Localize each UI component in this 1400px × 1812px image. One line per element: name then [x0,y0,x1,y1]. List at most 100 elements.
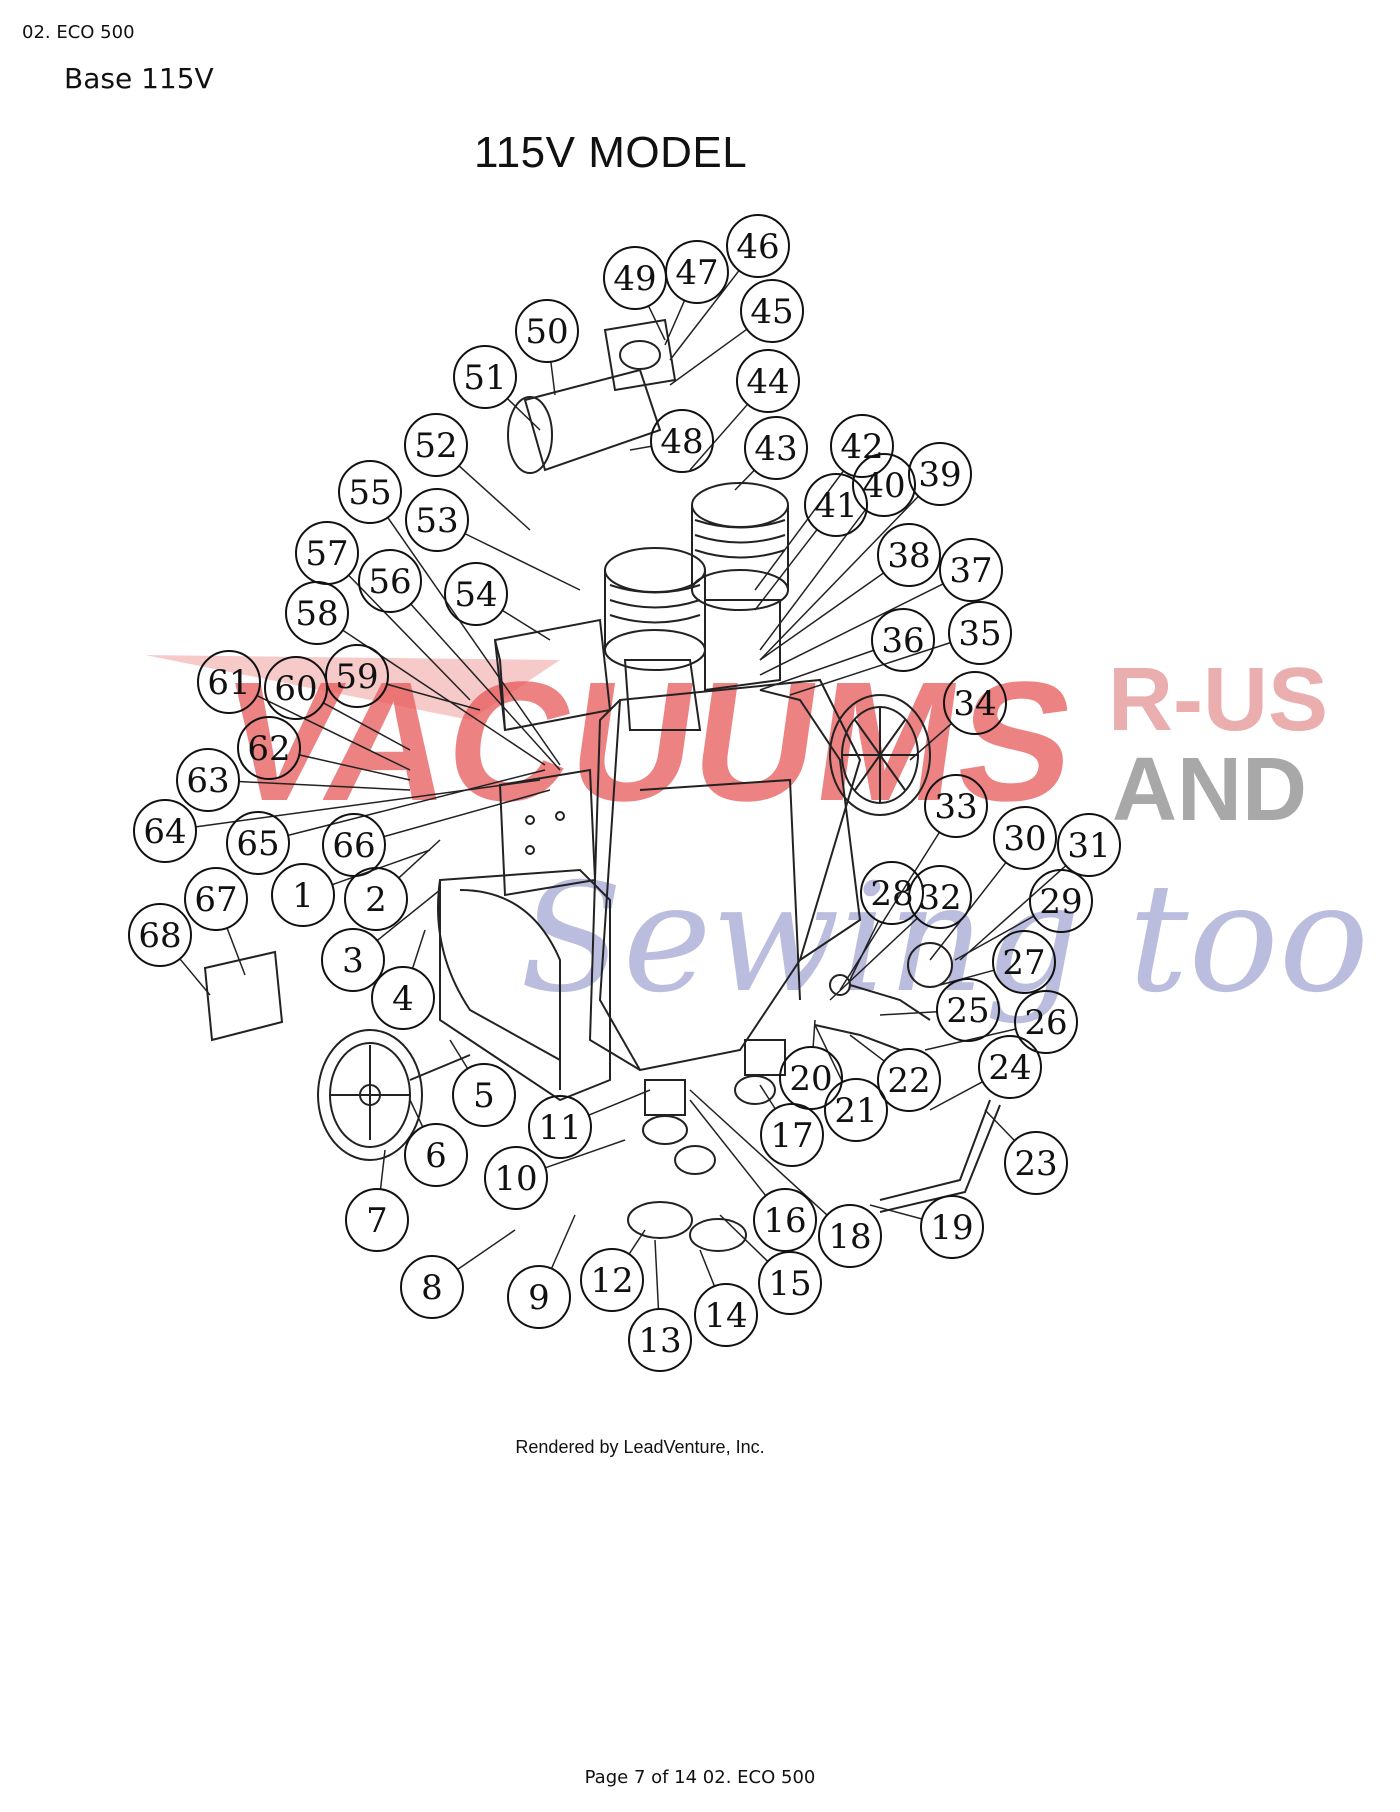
callout-leader-line [812,1019,816,1048]
callout-9: 9 [507,1265,571,1329]
callout-58: 58 [285,581,349,645]
callout-13: 13 [628,1308,692,1372]
rendered-by-credit: Rendered by LeadVenture, Inc. [515,1437,765,1457]
callout-45: 45 [740,279,804,343]
callout-circle [740,279,804,343]
callout-number: 45 [750,292,793,332]
callout-65: 65 [226,811,290,875]
callout-64: 64 [133,799,197,863]
callout-25: 25 [936,978,1000,1042]
svg-text:Sewing too: Sewing too [520,852,1369,1026]
callout-56: 56 [358,549,422,613]
callout-leader-line [699,1249,716,1287]
callout-leader-line [924,1028,1016,1051]
callout-number: 5 [473,1076,495,1116]
callout-circle [580,1248,644,1312]
callout-38: 38 [877,523,941,587]
callout-leader-line [379,1149,386,1190]
callout-51: 51 [453,345,517,409]
callout-23: 23 [1004,1131,1068,1195]
callout-number: 39 [918,455,961,495]
callout-number: 34 [953,684,996,724]
callout-43: 43 [744,416,808,480]
callout-number: 43 [754,429,797,469]
callout-leader-line [386,683,481,711]
callout-leader-line [759,572,885,661]
callout-68: 68 [128,903,192,967]
callout-circle [515,299,579,363]
callout-number: 42 [840,427,883,467]
callout-circle [824,1078,888,1142]
callout-54: 54 [444,562,508,626]
callout-circle [603,246,667,310]
callout-47: 47 [665,240,729,304]
callout-leader-line [383,789,551,838]
callout-circle [779,1046,843,1110]
callout-number: 56 [368,562,411,602]
callout-53: 53 [405,488,469,552]
callout-19: 19 [920,1195,984,1259]
callout-leader-line [410,603,561,771]
callout-12: 12 [580,1248,644,1312]
callout-circle [345,1188,409,1252]
callout-66: 66 [322,813,386,877]
callout-leader-line [959,865,1067,961]
callout-number: 18 [828,1217,871,1257]
machine-illustration [203,318,1001,1252]
callout-circle [860,861,924,925]
callout-37: 37 [939,538,1003,602]
callout-leader-line [387,517,561,766]
callout-67: 67 [184,867,248,931]
callout-63: 63 [176,748,240,812]
callout-circle [908,442,972,506]
callout-leader-line [238,780,411,791]
callout-61: 61 [197,650,261,714]
callout-number: 21 [834,1091,877,1131]
callout-number: 26 [1024,1003,1067,1043]
callout-4: 4 [371,966,435,1030]
callout-number: 16 [763,1201,806,1241]
callout-number: 19 [930,1208,973,1248]
callout-57: 57 [295,521,359,585]
callout-leader-line [411,929,426,969]
callout-34: 34 [943,671,1007,735]
callout-circle [176,748,240,812]
callout-26: 26 [1014,990,1078,1054]
callout-number: 31 [1067,826,1110,866]
callout-33: 33 [924,774,988,838]
callout-22: 22 [877,1048,941,1112]
callout-circle [852,453,916,517]
callout-30: 30 [993,806,1057,870]
callout-number: 13 [638,1321,681,1361]
callout-circle [1004,1131,1068,1195]
callout-leader-line [984,1109,1016,1142]
callout-11: 11 [528,1095,592,1159]
callout-leader-line [628,1229,646,1255]
callout-leader-line [759,495,919,661]
callout-1: 1 [271,863,335,927]
callout-leader-line [829,917,918,1001]
callout-circle [943,671,1007,735]
callout-circle [830,414,894,478]
callout-circle [760,1103,824,1167]
callout-leader-line [939,969,995,986]
callout-leader-line [457,1229,516,1271]
callout-leader-line [409,1099,424,1128]
callout-leader-line [629,445,652,451]
callout-circle [978,1035,1042,1099]
callout-circle [237,716,301,780]
callout-circle [507,1265,571,1329]
callout-number: 47 [675,253,718,293]
callout-number: 48 [660,422,703,462]
callout-number: 32 [918,878,961,918]
callout-number: 23 [1014,1144,1057,1184]
callout-number: 35 [958,614,1001,654]
callout-leader-line [322,702,411,751]
callout-circle [404,1123,468,1187]
callout-leaders [179,270,1067,1310]
callout-leader-line [376,889,441,942]
callout-leader-line [839,831,941,991]
callout-leader-line [689,1089,828,1216]
